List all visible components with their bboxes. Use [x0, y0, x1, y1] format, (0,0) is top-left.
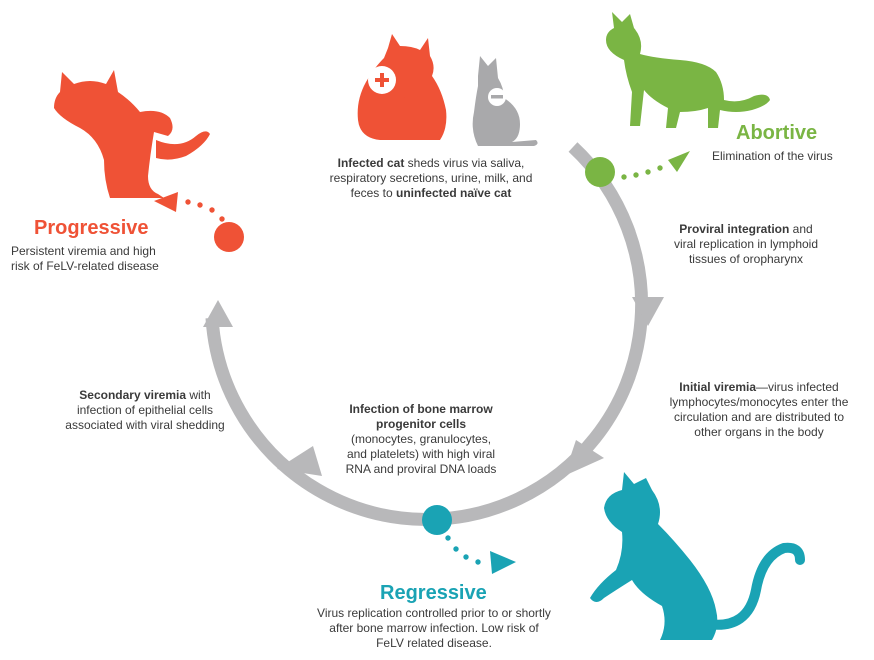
regressive-branch-arrow	[445, 535, 516, 574]
center-line3-pre: feces to	[350, 186, 396, 200]
bone-line5: RNA and proviral DNA loads	[345, 462, 497, 476]
secondary-line1: with	[186, 388, 211, 402]
center-line1: sheds virus via saliva,	[404, 156, 525, 170]
abortive-node	[585, 157, 615, 187]
regressive-line3: FeLV related disease.	[376, 636, 492, 650]
center-description: Infected cat sheds virus via saliva, res…	[316, 156, 546, 201]
proviral-description: Proviral integration and viral replicati…	[646, 222, 846, 267]
secondary-viremia-description: Secondary viremia with infection of epit…	[40, 388, 250, 433]
center-line2: respiratory secretions, urine, milk, and	[329, 171, 533, 185]
secondary-bold: Secondary viremia	[79, 388, 187, 402]
initial-line3: circulation and are distributed to	[673, 410, 845, 424]
abortive-cat-icon	[606, 12, 770, 128]
regressive-cat-icon	[590, 472, 805, 640]
initial-line2: lymphocytes/monocytes enter the	[669, 395, 849, 409]
progressive-description: Persistent viremia and high risk of FeLV…	[11, 244, 159, 274]
progressive-cat-icon	[54, 70, 210, 198]
abortive-title: Abortive	[736, 122, 818, 144]
progressive-node	[214, 222, 244, 252]
proviral-line1: and	[789, 222, 813, 236]
initial-bold: Initial viremia	[679, 380, 756, 394]
cycle-arrow-bottom-left	[277, 446, 322, 476]
regressive-description: Virus replication controlled prior to or…	[290, 606, 578, 651]
cycle-arrow-right-top	[632, 297, 664, 326]
uninfected-cat-minus-icon	[472, 56, 538, 146]
bone-line3: (monocytes, granulocytes,	[350, 432, 492, 446]
proviral-line3: tissues of oropharynx	[688, 252, 804, 266]
cycle-ring	[205, 142, 648, 526]
cycle-arrow-left	[203, 300, 233, 327]
regressive-line2: after bone marrow infection. Low risk of	[329, 621, 539, 635]
abortive-branch-arrow	[621, 151, 690, 180]
initial-viremia-description: Initial viremia—virus infected lymphocyt…	[654, 380, 864, 440]
infected-cat-plus-icon	[357, 34, 447, 140]
regressive-line1: Virus replication controlled prior to or…	[317, 606, 551, 620]
center-line3-bold: uninfected naïve cat	[395, 186, 512, 200]
proviral-line2: viral replication in lymphoid	[673, 237, 819, 251]
progressive-title: Progressive	[34, 217, 149, 239]
proviral-bold: Proviral integration	[679, 222, 790, 236]
cycle-arrow-right-bottom	[564, 440, 604, 476]
initial-line1: —virus infected	[756, 380, 839, 394]
bone-marrow-description: Infection of bone marrow progenitor cell…	[326, 402, 516, 477]
regressive-title: Regressive	[380, 582, 487, 604]
progressive-line1: Persistent viremia and high	[11, 244, 156, 258]
regressive-node	[422, 505, 452, 535]
secondary-line2: infection of epithelial cells	[76, 403, 214, 417]
initial-line4: other organs in the body	[694, 425, 824, 439]
secondary-line3: associated with viral shedding	[65, 418, 225, 432]
progressive-branch-arrow	[154, 192, 225, 222]
bone-line4: and platelets) with high viral	[346, 447, 496, 461]
progressive-line2: risk of FeLV-related disease	[11, 259, 159, 273]
bone-bold2: progenitor cells	[375, 417, 467, 431]
center-bold: Infected cat	[337, 156, 405, 170]
abortive-description: Elimination of the virus	[712, 149, 833, 163]
bone-bold1: Infection of bone marrow	[349, 402, 493, 416]
